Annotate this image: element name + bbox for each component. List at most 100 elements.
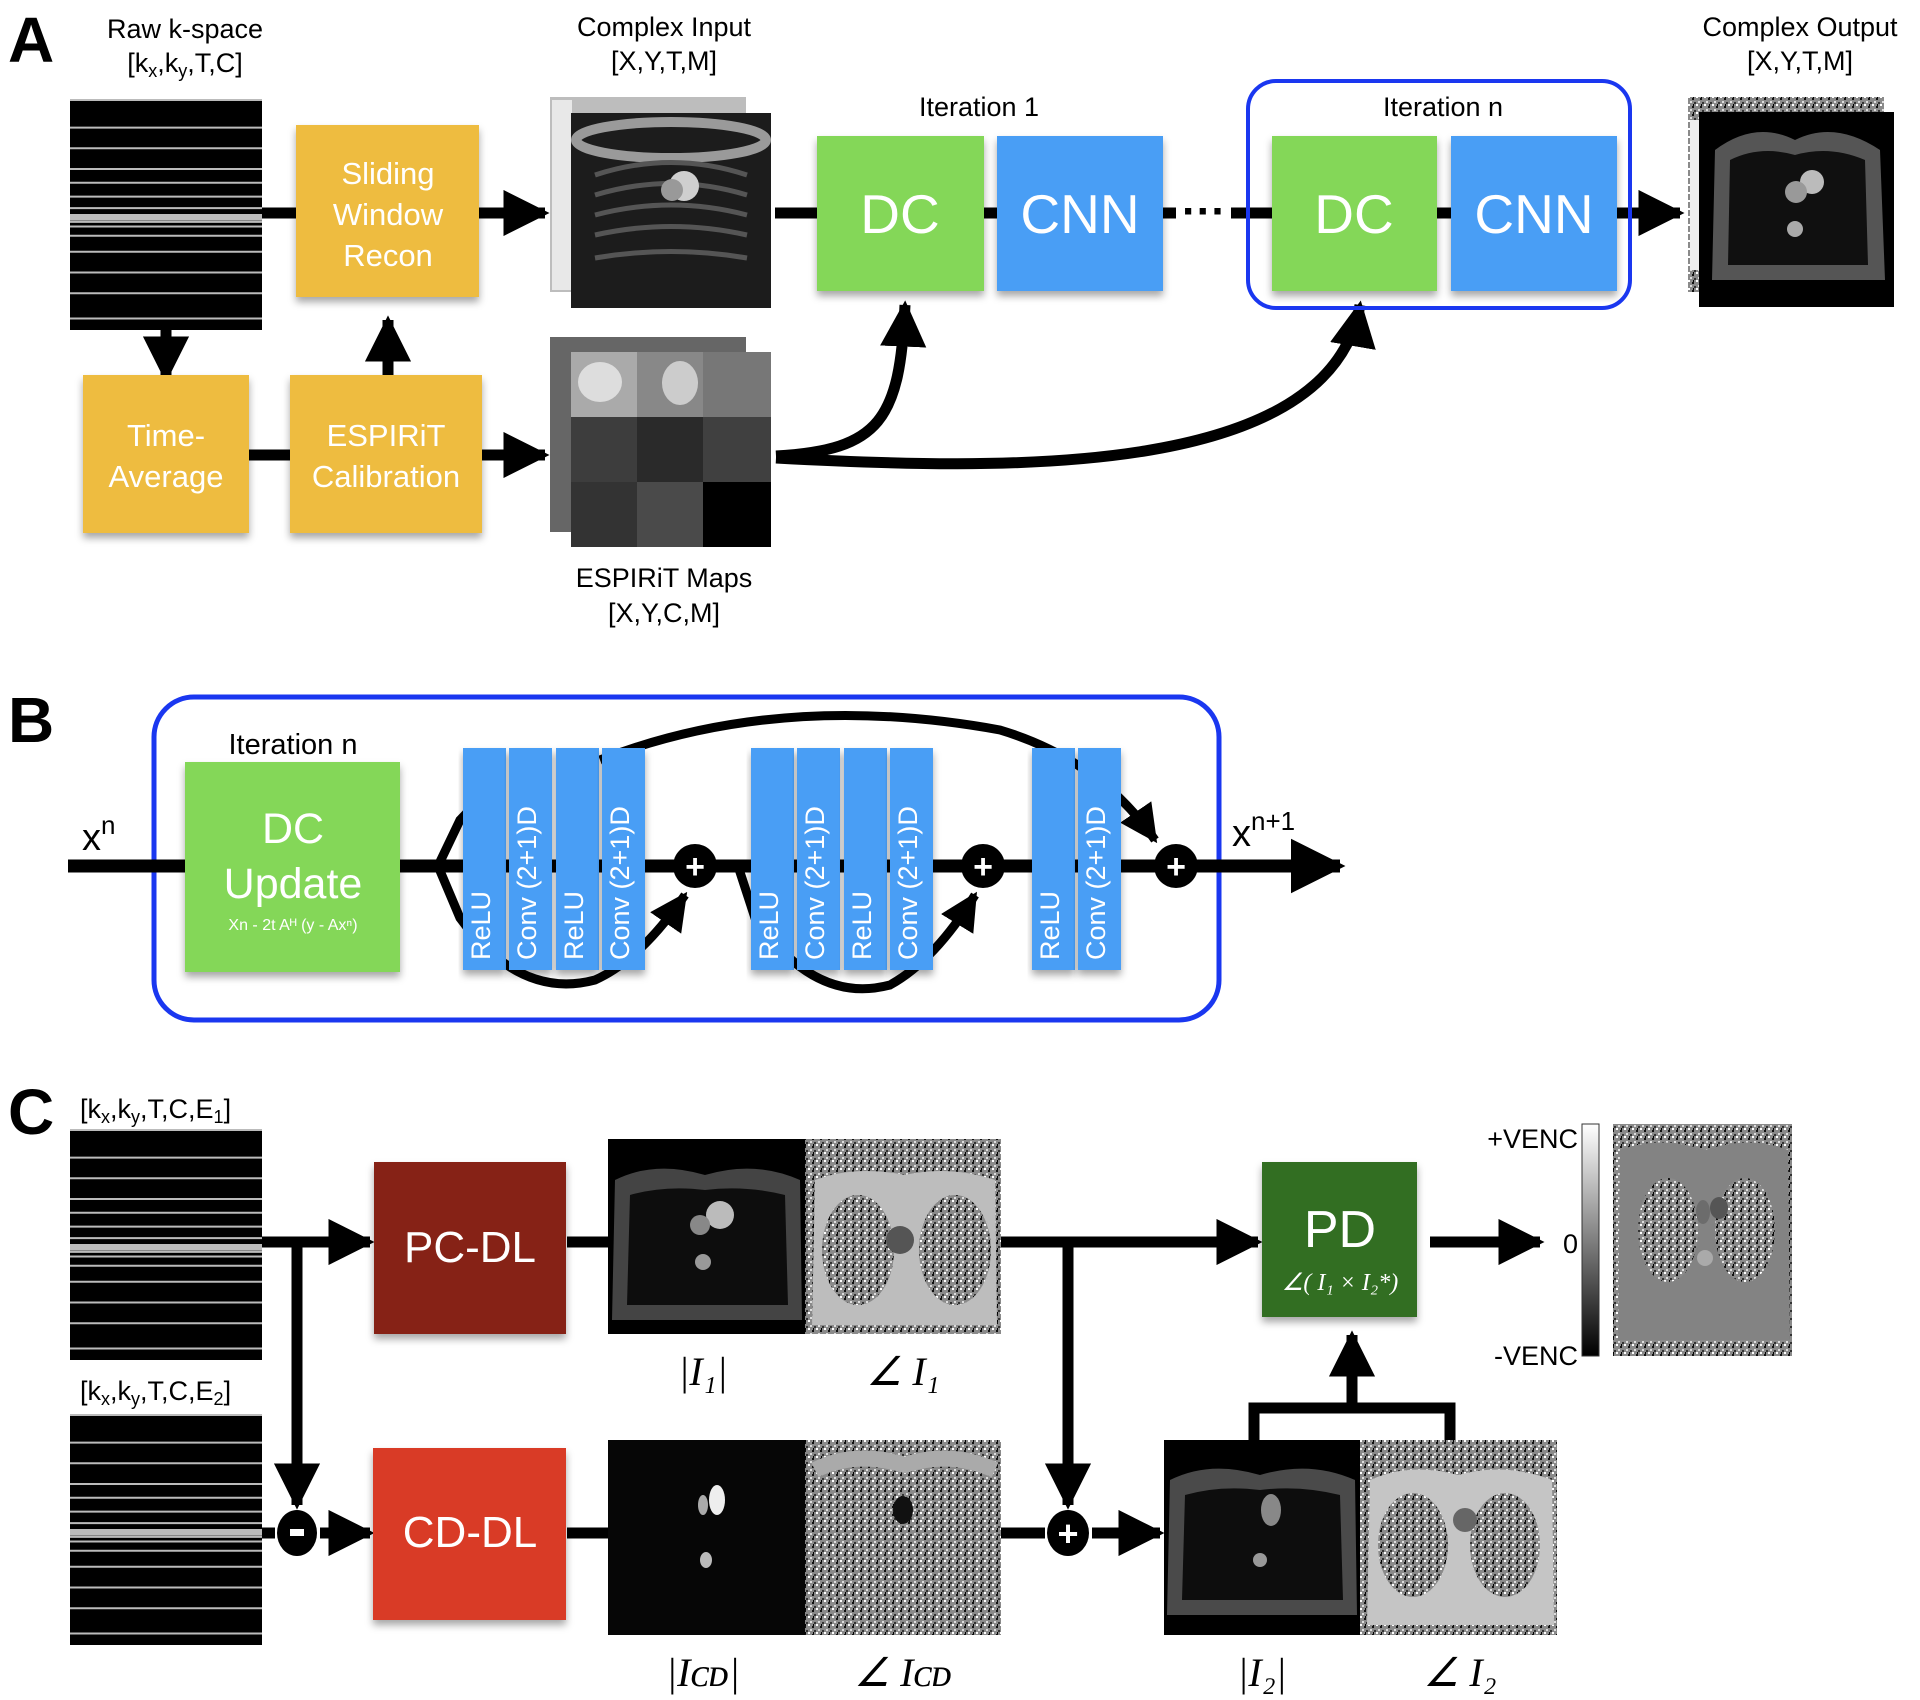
colorbar-max-label: +VENC xyxy=(1487,1124,1578,1154)
layer-label: ReLU xyxy=(1035,891,1065,960)
time-average-box: Time- Average xyxy=(83,375,249,533)
svg-text:Calibration: Calibration xyxy=(312,459,460,494)
raw-kspace-image xyxy=(70,99,262,330)
kspace-e2-image xyxy=(70,1414,262,1645)
svg-text:CNN: CNN xyxy=(1020,183,1139,245)
phase-icd-image xyxy=(805,1440,1001,1635)
pc-dl-block: PC-DL xyxy=(374,1162,566,1334)
label-mag-i1: |I₁| xyxy=(678,1349,727,1394)
layer-relu-5: ReLU xyxy=(751,748,794,970)
espirit-maps-title: ESPIRiT Maps [X,Y,C,M] xyxy=(576,563,753,628)
phase-difference-block: PD ∠( I₁ × I₂*) xyxy=(1262,1162,1417,1317)
svg-text:+: + xyxy=(685,848,705,886)
iteration-ellipsis: ··· xyxy=(1182,187,1226,236)
iteration-1-cnn-block: CNN xyxy=(997,136,1163,291)
svg-text:+: + xyxy=(973,848,993,886)
complex-output-title: Complex Output [X,Y,T,M] xyxy=(1702,12,1898,76)
svg-text:Window: Window xyxy=(333,197,444,232)
layer-label: Conv (2+1)D xyxy=(512,806,542,960)
svg-text:+: + xyxy=(1166,848,1186,886)
kspace-e1-image xyxy=(70,1129,262,1360)
layer-label: ReLU xyxy=(559,891,589,960)
raw-kspace-title: Raw k-space [kx,ky,T,C] xyxy=(107,14,263,81)
subtract-node xyxy=(277,1510,317,1556)
svg-text:ESPIRiT: ESPIRiT xyxy=(327,418,446,453)
layer-relu-7: ReLU xyxy=(844,748,887,970)
svg-text:Complex Input: Complex Input xyxy=(577,12,752,42)
layer-label: Conv (2+1)D xyxy=(605,806,635,960)
iteration-1-label: Iteration 1 xyxy=(919,92,1039,122)
svg-text:DC: DC xyxy=(1314,183,1393,245)
layer-label: ReLU xyxy=(847,891,877,960)
phase-i1-image xyxy=(805,1139,1001,1334)
layer-label: ReLU xyxy=(754,891,784,960)
iteration-n-cnn-block: CNN xyxy=(1451,136,1617,291)
iteration-n-outline xyxy=(1246,79,1632,310)
svg-text:Time-: Time- xyxy=(127,418,205,453)
layer-label: ReLU xyxy=(466,891,496,960)
svg-text:Complex Output: Complex Output xyxy=(1702,12,1898,42)
layer-conv-10: Conv (2+1)D xyxy=(1078,748,1121,970)
velocity-map-image xyxy=(1613,1124,1792,1356)
iteration-block-outline xyxy=(151,694,1222,1023)
curved-arrow xyxy=(775,300,1376,470)
layer-label: Conv (2+1)D xyxy=(893,806,923,960)
cd-dl-block: CD-DL xyxy=(373,1448,566,1620)
raw-kspace-dims: [kx,ky,T,C] xyxy=(127,48,243,81)
label-mag-i2: |I₂| xyxy=(1237,1650,1286,1695)
label-phase-i2: ∠ I₂ xyxy=(1423,1650,1496,1695)
layer-relu-9: ReLU xyxy=(1032,748,1075,970)
svg-text:DC: DC xyxy=(860,183,939,245)
layer-conv-4: Conv (2+1)D xyxy=(602,748,645,970)
svg-text:ESPIRiT Maps: ESPIRiT Maps xyxy=(576,563,753,593)
svg-text:Update: Update xyxy=(224,860,363,908)
magnitude-i2-image xyxy=(1164,1440,1360,1635)
svg-text:Sliding: Sliding xyxy=(341,156,434,191)
magnitude-i1-image xyxy=(608,1139,805,1334)
layer-conv-8: Conv (2+1)D xyxy=(890,748,933,970)
iteration-n-dc-block: DC xyxy=(1272,136,1437,291)
phase-i2-image xyxy=(1360,1440,1557,1635)
complex-input-image xyxy=(550,97,771,308)
svg-text:PC-DL: PC-DL xyxy=(404,1223,536,1272)
colorbar-mid-label: 0 xyxy=(1563,1229,1578,1259)
espirit-calibration-box: ESPIRiT Calibration xyxy=(290,375,482,533)
svg-text:[X,Y,C,M]: [X,Y,C,M] xyxy=(608,598,720,628)
label-phase-i1: ∠ I₁ xyxy=(866,1349,939,1394)
svg-text:∠( I₁ × I₂*): ∠( I₁ × I₂*) xyxy=(1282,1270,1398,1296)
sum-node-2: + xyxy=(961,844,1005,888)
svg-text:xn+1: xn+1 xyxy=(1232,806,1295,855)
svg-text:+: + xyxy=(1057,1513,1078,1554)
magnitude-icd-image xyxy=(608,1440,805,1635)
sliding-window-recon-box: Sliding Window Recon xyxy=(296,125,479,297)
panel-b-label: B xyxy=(8,684,54,756)
svg-text:CNN: CNN xyxy=(1474,183,1593,245)
output-xn1-label: xn+1 xyxy=(1232,806,1295,855)
dc-update-block: DC Update Xn - 2t Aᴴ (y - Axⁿ) xyxy=(185,762,400,972)
add-node: + xyxy=(1047,1510,1089,1556)
iteration-n-label-b: Iteration n xyxy=(229,729,358,761)
layer-conv-2: Conv (2+1)D xyxy=(509,748,552,970)
layer-label: Conv (2+1)D xyxy=(1081,806,1111,960)
svg-text:[X,Y,T,M]: [X,Y,T,M] xyxy=(1747,46,1853,76)
kspace-e1-label: [kx,ky,T,C,E1] xyxy=(80,1094,231,1127)
svg-text:Raw k-space: Raw k-space xyxy=(107,14,263,44)
svg-text:CD-DL: CD-DL xyxy=(403,1508,537,1557)
svg-text:Average: Average xyxy=(109,459,224,494)
iteration-n-label: Iteration n xyxy=(1383,92,1503,122)
svg-text:Xn - 2t Aᴴ (y - Axⁿ): Xn - 2t Aᴴ (y - Axⁿ) xyxy=(228,917,357,934)
svg-text:[X,Y,T,M]: [X,Y,T,M] xyxy=(611,46,717,76)
svg-text:Recon: Recon xyxy=(343,238,433,273)
espirit-maps-image xyxy=(550,337,771,547)
svg-text:DC: DC xyxy=(262,805,324,853)
input-xn-label: xn xyxy=(82,810,115,859)
layer-label: Conv (2+1)D xyxy=(800,806,830,960)
curved-arrow xyxy=(775,300,927,462)
colorbar-min-label: -VENC xyxy=(1494,1341,1578,1371)
complex-output-image xyxy=(1688,97,1894,307)
layer-relu-3: ReLU xyxy=(556,748,599,970)
venc-colorbar: +VENC 0 -VENC xyxy=(1487,1123,1600,1371)
sum-node-1: + xyxy=(673,844,717,888)
panel-a-connectors xyxy=(142,189,1685,479)
